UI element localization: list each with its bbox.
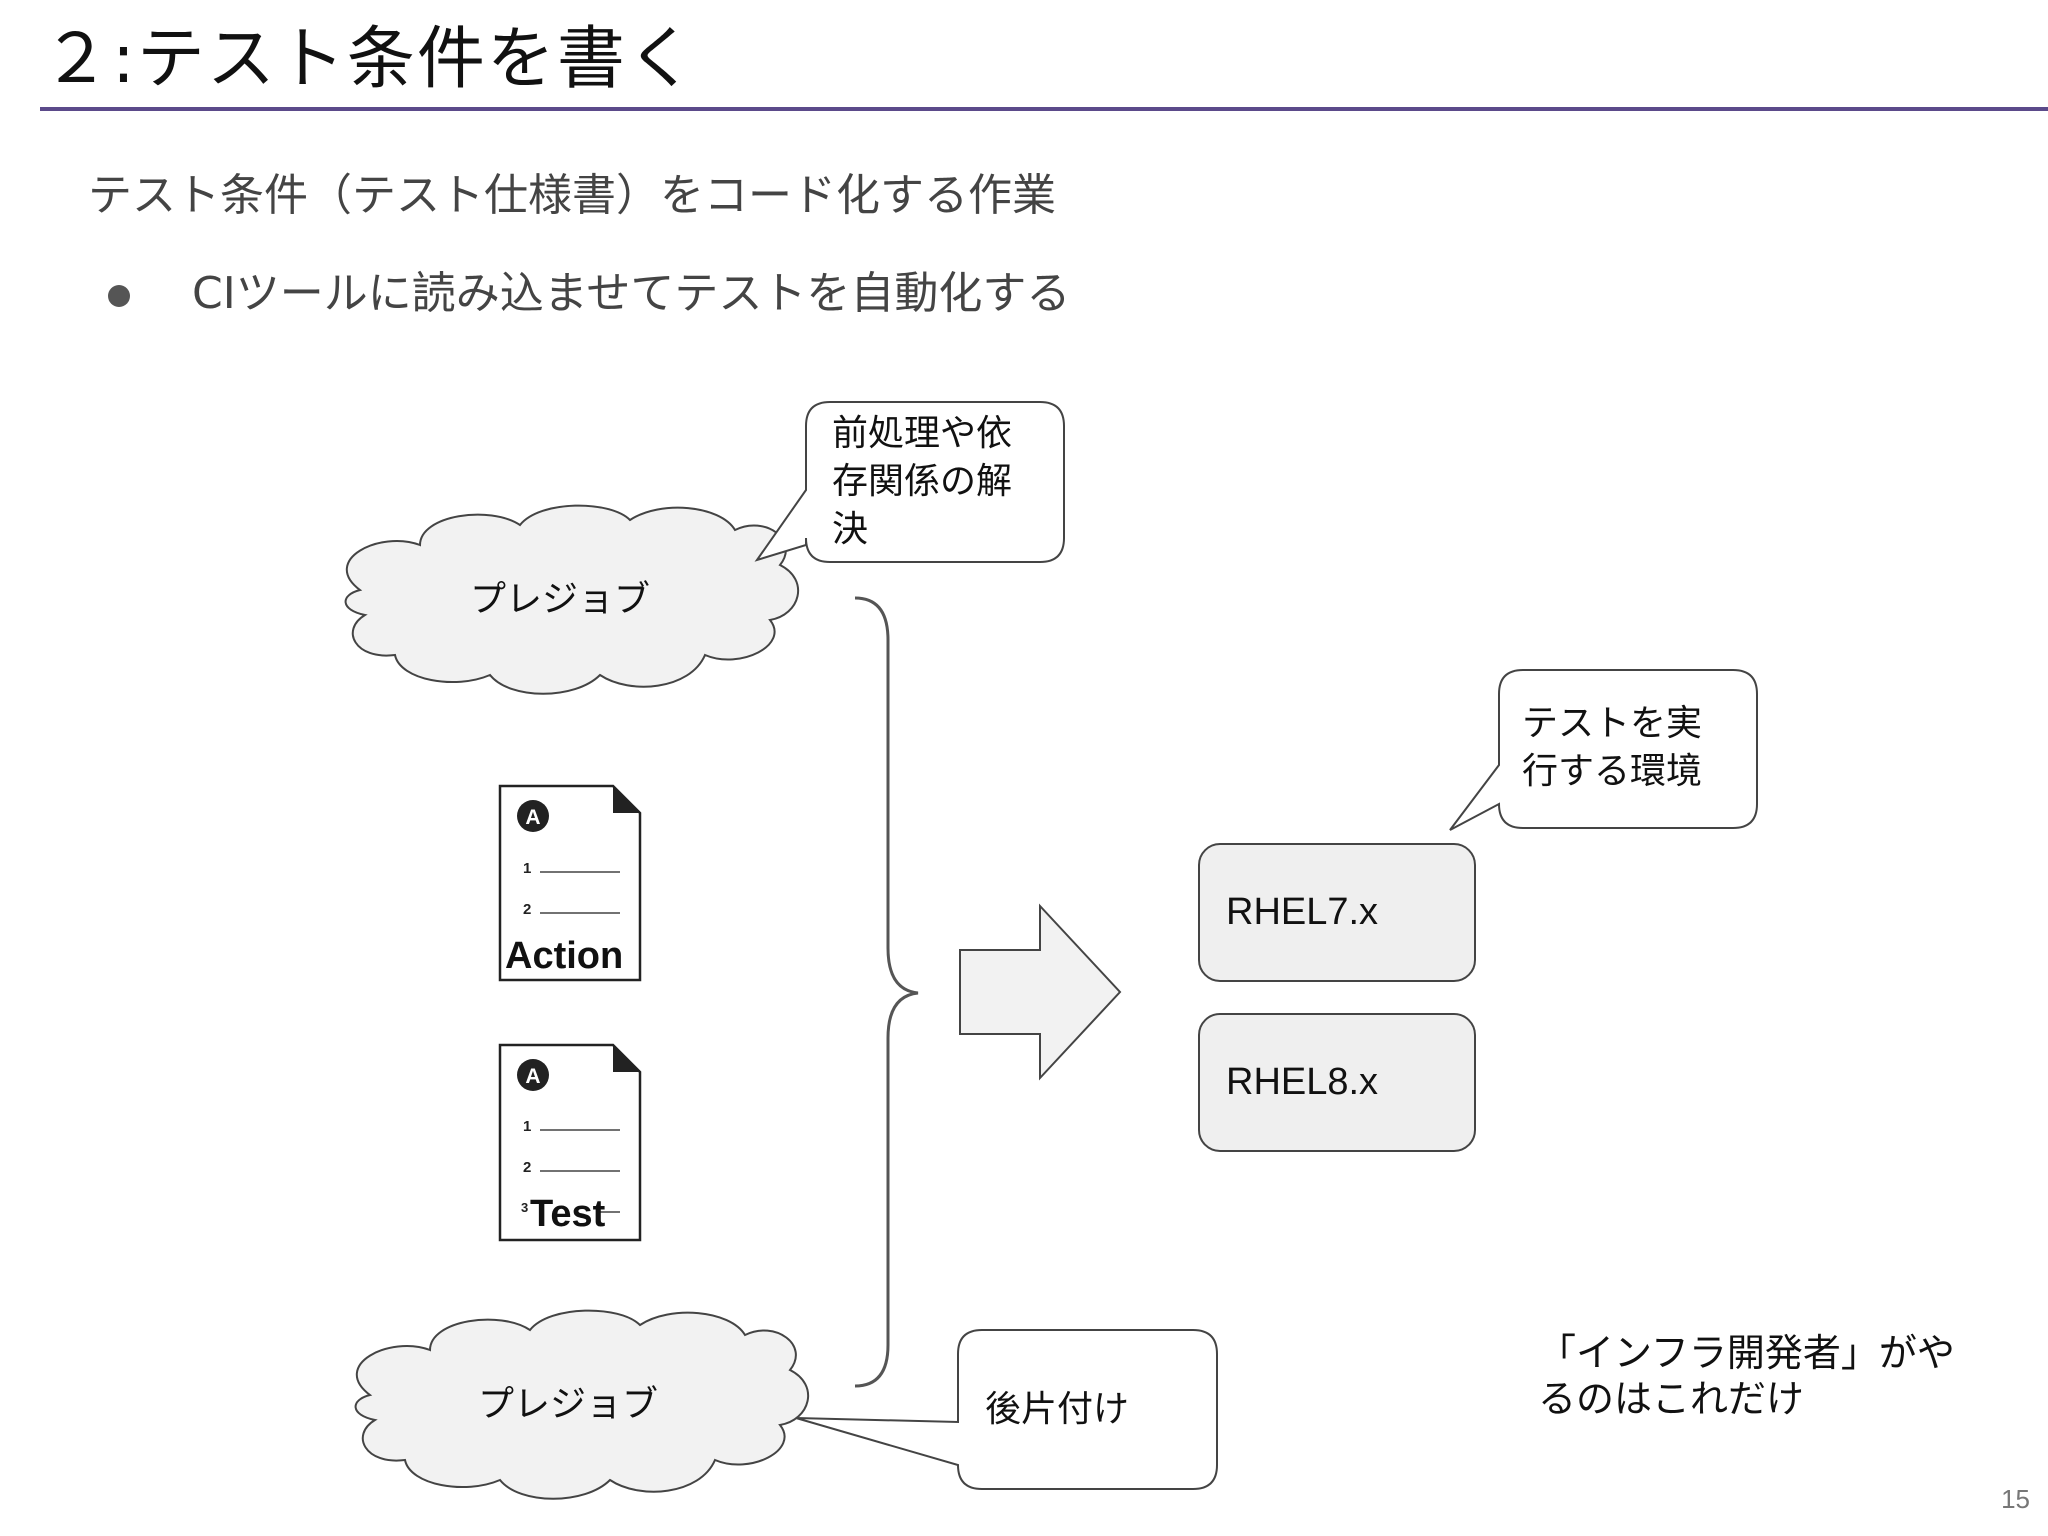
action-document-icon: A 1 2: [498, 784, 642, 982]
callout-env-bubble: [1449, 669, 1758, 831]
test-document-icon: A 1 2 3: [498, 1043, 642, 1242]
test-document-label: Test: [530, 1193, 606, 1235]
svg-text:3: 3: [521, 1200, 528, 1215]
slide-title: ２:テスト条件を書く: [42, 20, 697, 99]
callout-pre-bubble: [754, 401, 1065, 563]
svg-text:2: 2: [523, 1159, 531, 1176]
callout-pre-text: 前処理や依存関係の解決: [832, 413, 1013, 550]
bullet-dot-icon: [108, 285, 130, 307]
page-number: 15: [2001, 1484, 2030, 1514]
action-badge-text: A: [525, 806, 540, 829]
post-job-label: プレジョブ: [478, 1384, 659, 1425]
test-badge-text: A: [525, 1065, 540, 1088]
svg-text:1: 1: [523, 1118, 531, 1135]
pre-job-label: プレジョブ: [470, 579, 651, 620]
env-box-label: RHEL8.x: [1226, 1061, 1379, 1103]
title-divider: [40, 107, 2048, 111]
post-job-cloud: [354, 1309, 809, 1500]
env-box-rhel7: RHEL7.x: [1198, 843, 1476, 982]
svg-text:2: 2: [523, 901, 531, 918]
env-box-rhel8: RHEL8.x: [1198, 1013, 1476, 1152]
bullet-text: CIツールに読み込ませてテストを自動化する: [192, 268, 1071, 319]
grouping-brace: [854, 596, 919, 1388]
action-document-label: Action: [505, 935, 624, 977]
flow-arrow: [959, 903, 1122, 1081]
callout-post-bubble: [795, 1329, 1218, 1490]
callout-env-text: テストを実行する環境: [1522, 703, 1703, 792]
bullet-item: CIツールに読み込ませてテストを自動化する: [108, 266, 1070, 322]
note-text: 「インフラ開発者」がやるのはこれだけ: [1538, 1331, 1955, 1421]
callout-post-text: 後片付け: [985, 1389, 1130, 1430]
pre-job-cloud: [344, 504, 799, 695]
slide-subtitle: テスト条件（テスト仕様書）をコード化する作業: [88, 170, 1056, 221]
env-box-label: RHEL7.x: [1226, 891, 1379, 933]
svg-text:1: 1: [523, 860, 531, 877]
